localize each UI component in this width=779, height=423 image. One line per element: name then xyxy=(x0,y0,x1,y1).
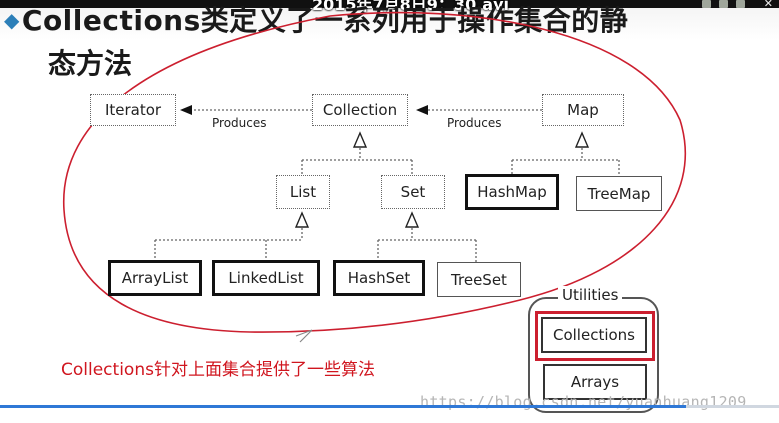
collection-node: Collection xyxy=(312,94,408,126)
hashset-node: HashSet xyxy=(333,260,425,296)
map-node: Map xyxy=(542,94,624,126)
player-top-bar: 2015年7月8日9：30.avi ✕ xyxy=(0,0,779,14)
utilities-title: Utilities xyxy=(558,286,623,304)
treeset-node: TreeSet xyxy=(437,262,521,297)
heading-line-2: 态方法 xyxy=(48,47,133,80)
toolbar-icon[interactable] xyxy=(736,0,745,8)
collections-highlight xyxy=(535,311,655,361)
arrowhead-icon xyxy=(180,105,192,115)
treemap-node: TreeMap xyxy=(576,176,662,211)
collections-node: Collections xyxy=(541,317,647,353)
player-toolbar xyxy=(702,0,745,8)
hashmap-node: HashMap xyxy=(465,174,559,210)
toolbar-icon[interactable] xyxy=(719,0,728,8)
progress-fill xyxy=(0,405,686,408)
video-title: 2015年7月8日9：30.avi xyxy=(312,0,509,14)
produces-label-left: Produces xyxy=(212,116,267,130)
slide-caption: Collections针对上面集合提供了一些算法 xyxy=(61,360,375,380)
list-node: List xyxy=(276,175,330,209)
diamond-bullet-icon: ◆ xyxy=(4,8,20,32)
arrays-node: Arrays xyxy=(543,364,647,400)
toolbar-icon[interactable] xyxy=(702,0,711,8)
heading-line-1: Collections类定义了一系列用于操作集合的静 xyxy=(21,4,629,37)
iterator-node: Iterator xyxy=(90,94,176,126)
arrowhead-icon xyxy=(416,105,428,115)
set-node: Set xyxy=(381,175,445,209)
close-icon[interactable]: ✕ xyxy=(763,0,773,10)
produces-label-right: Produces xyxy=(447,116,502,130)
slide-heading: ◆Collections类定义了一系列用于操作集合的静 xyxy=(4,2,628,39)
arraylist-node: ArrayList xyxy=(108,260,202,296)
linkedlist-node: LinkedList xyxy=(212,260,320,296)
video-progress-bar[interactable] xyxy=(0,405,779,423)
